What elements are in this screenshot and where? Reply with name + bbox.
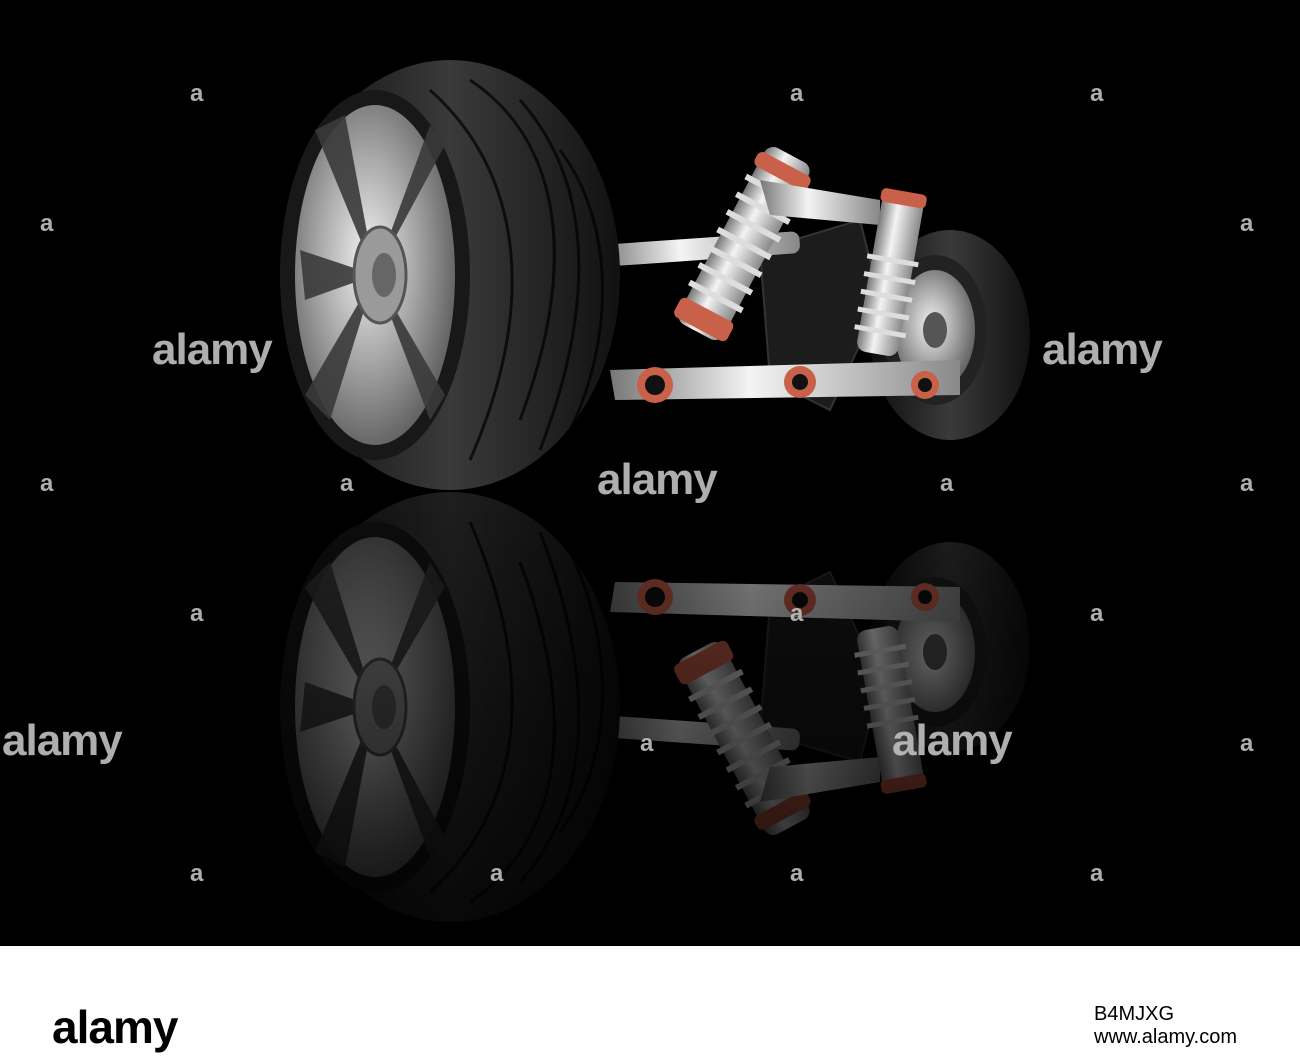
watermark-logo: a xyxy=(1240,210,1253,237)
watermark-logo: a xyxy=(40,470,53,497)
footer-logo: alamy xyxy=(52,1001,178,1053)
watermark-text: alamy xyxy=(597,455,718,504)
watermark-logo: a xyxy=(190,80,203,107)
watermark-text: alamy xyxy=(1042,325,1163,374)
watermark-logo: a xyxy=(1240,730,1253,757)
image-id: B4MJXG xyxy=(1094,1003,1175,1025)
watermark-logo: a xyxy=(190,600,203,627)
site-url: www.alamy.com xyxy=(1094,1026,1237,1048)
watermark-logo: a xyxy=(40,210,53,237)
watermark-text: alamy xyxy=(892,716,1013,765)
watermark-logo: a xyxy=(190,860,203,887)
watermark-logo: a xyxy=(940,470,953,497)
watermark-logo: a xyxy=(640,730,653,757)
watermark-logo: a xyxy=(1090,860,1103,887)
watermark-logo: a xyxy=(1240,470,1253,497)
watermark-logo: a xyxy=(340,470,353,497)
footer-bar xyxy=(0,946,1300,1064)
watermark-logo: a xyxy=(790,860,803,887)
watermark-logo: a xyxy=(490,860,503,887)
watermark-logo: a xyxy=(1090,600,1103,627)
watermark-text: alamy xyxy=(152,325,273,374)
watermark-text: alamy xyxy=(2,716,123,765)
watermark-logo: a xyxy=(790,80,803,107)
photo-area: a a a a a alamy alamy a a alamy a a a a … xyxy=(0,0,1300,946)
watermark-logo: a xyxy=(790,600,803,627)
suspension-render xyxy=(0,0,1300,946)
watermark-logo: a xyxy=(1090,80,1103,107)
